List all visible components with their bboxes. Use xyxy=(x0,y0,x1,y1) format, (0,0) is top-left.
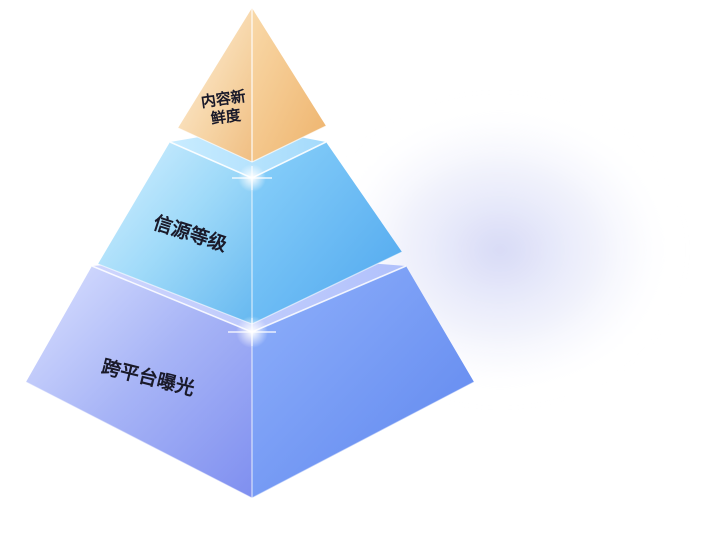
tier-top-label-line-2: 鲜度 xyxy=(210,106,243,128)
tier-bottom-right-face xyxy=(252,266,474,498)
tier-top-left-face xyxy=(178,8,252,162)
sparkle-mid xyxy=(232,164,272,192)
tier-middle-right-face xyxy=(252,142,402,324)
sparkle-bottom xyxy=(228,316,276,348)
tier-top xyxy=(177,8,327,163)
tier-bottom-left-face xyxy=(26,266,252,498)
tier-top-right-face xyxy=(252,8,326,162)
